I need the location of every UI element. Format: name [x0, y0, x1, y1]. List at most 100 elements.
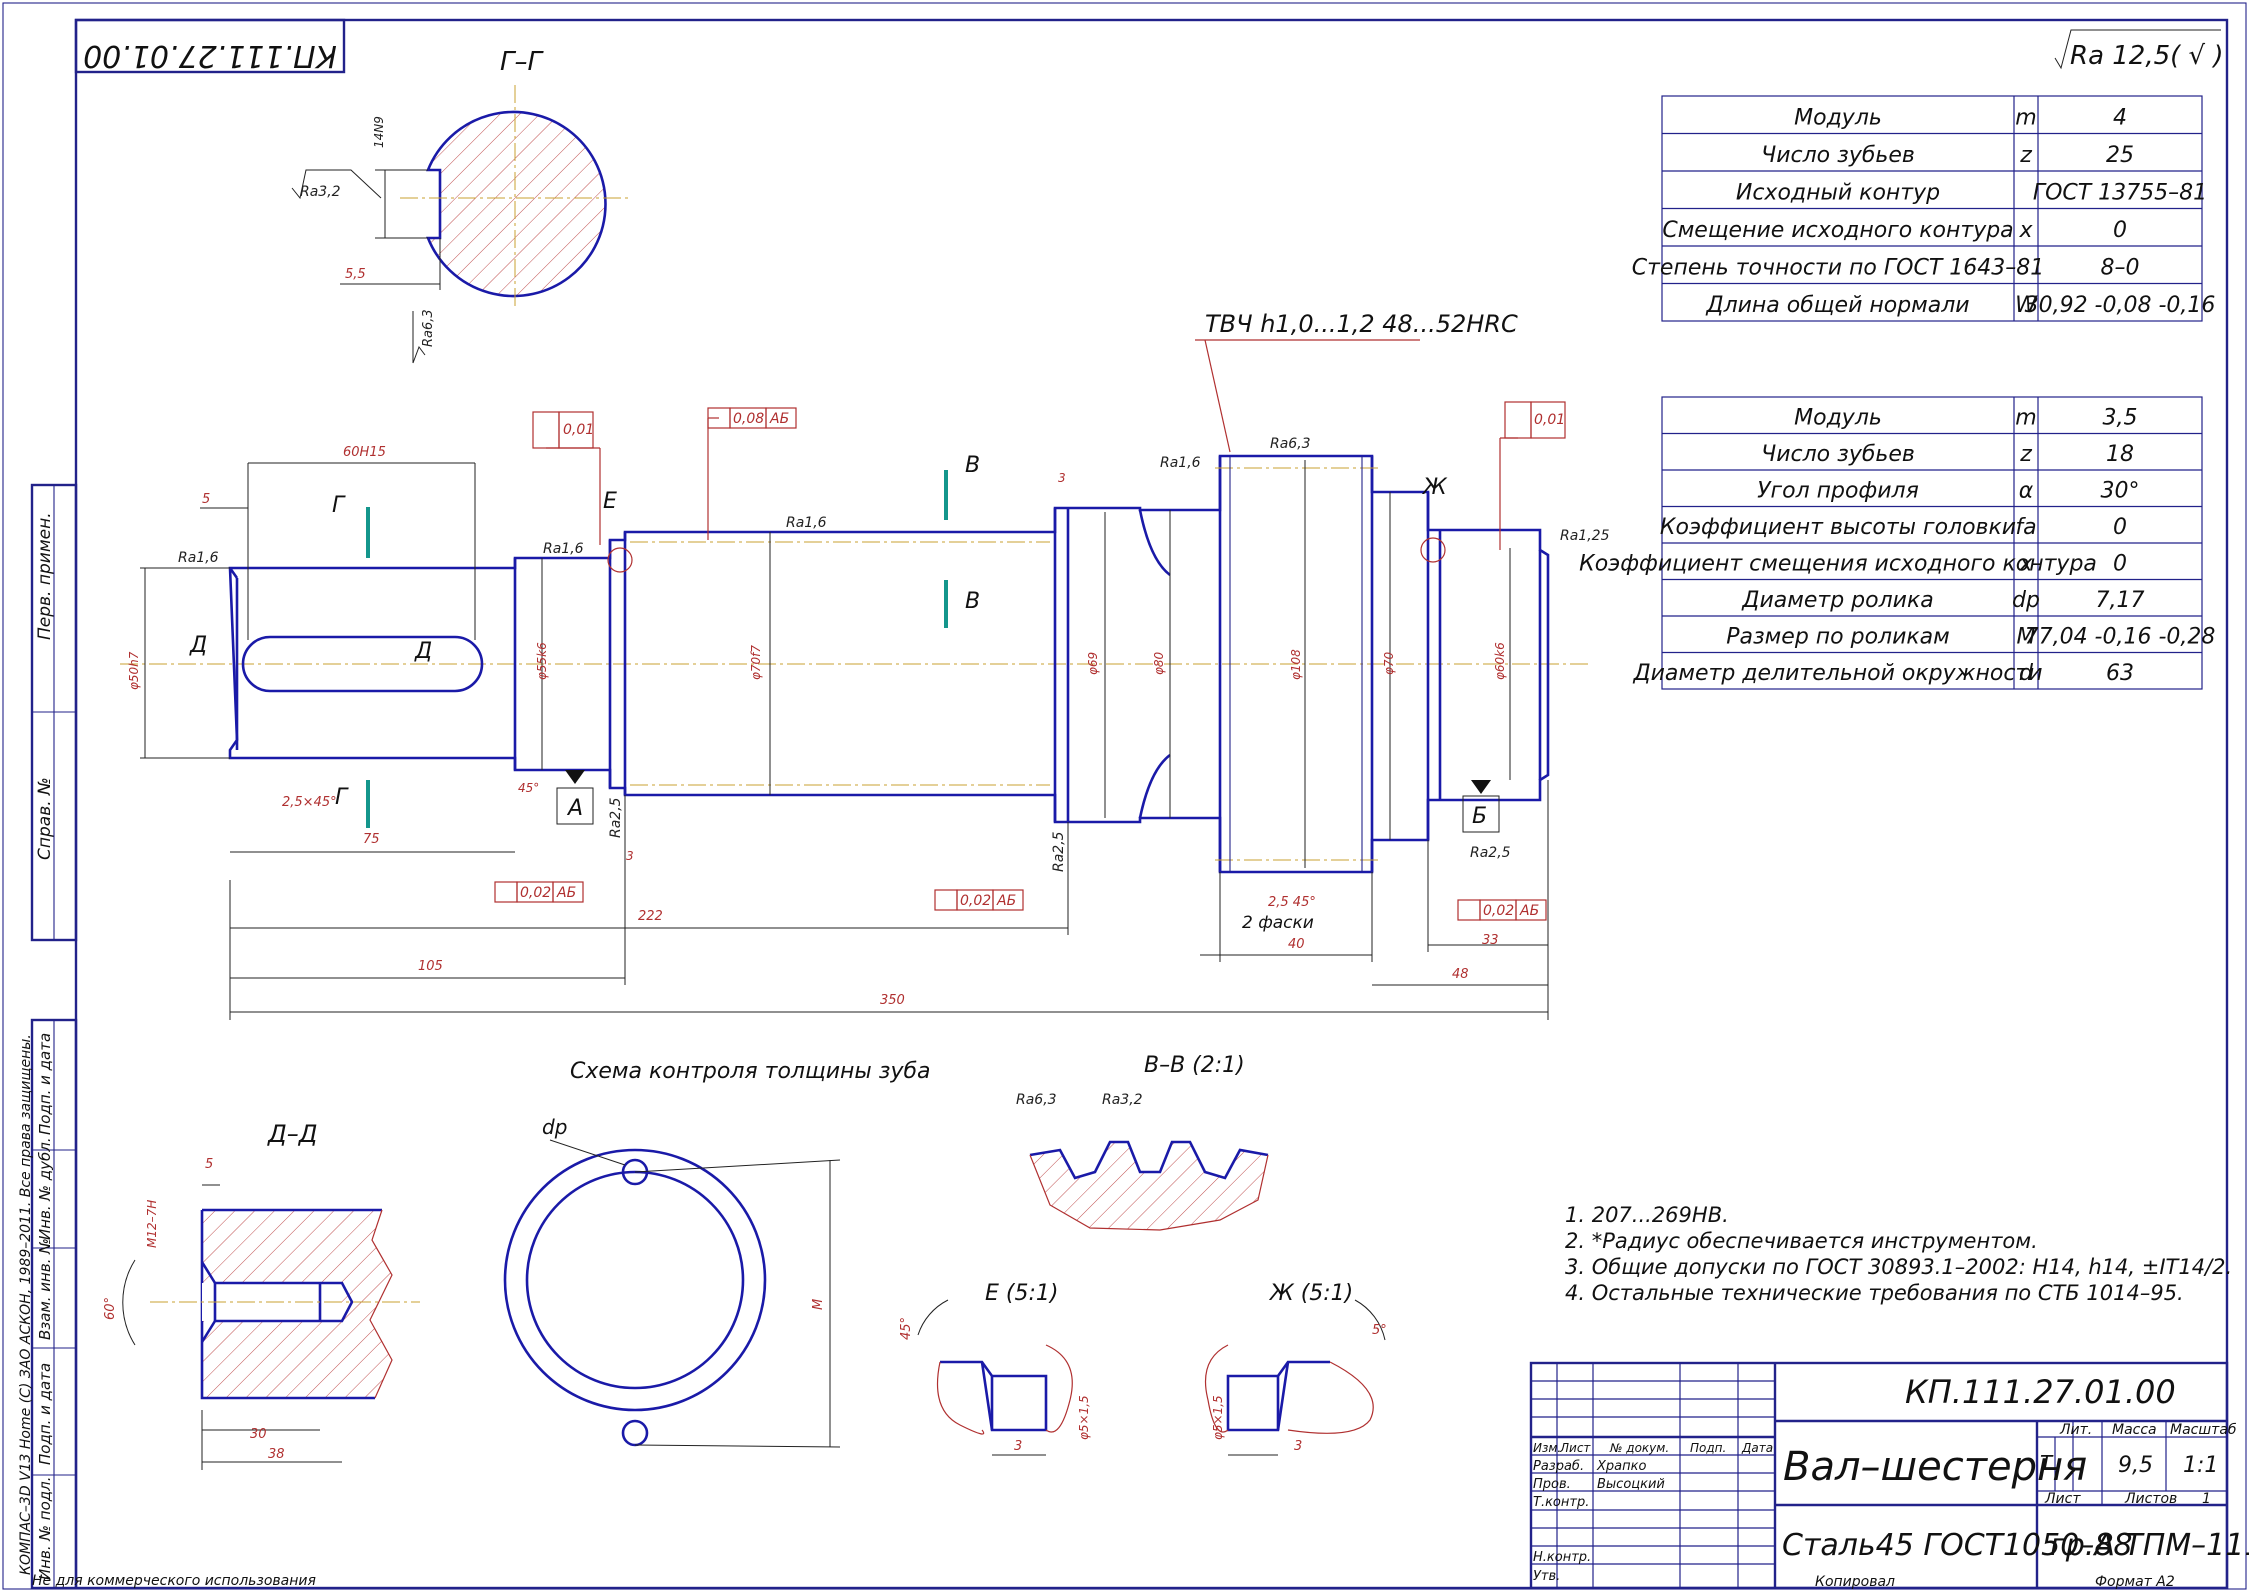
side-kompas: КОМПАС–3D V13 Home (С) ЗАО АСКОН, 1989–2…	[18, 1034, 34, 1575]
dim-5: 5	[202, 492, 210, 507]
tol-002-c-ab: АБ	[1519, 903, 1539, 919]
e-45: 45°	[899, 1317, 914, 1340]
table-row-name: Коэффициент высоты головки	[1660, 515, 2016, 540]
ra25-b: Ra2,5	[1051, 831, 1067, 872]
tolerance-frames	[494, 401, 1566, 921]
section-dd	[122, 1184, 420, 1470]
table-row-name: Модуль	[1794, 106, 1882, 131]
label-v-top: В	[965, 453, 980, 478]
tb-razrab-name: Храпко	[1596, 1459, 1646, 1474]
side-podp1: Подп. и дата	[36, 1033, 54, 1135]
ra16-mid: Ra1,6	[786, 515, 827, 531]
table-row-name: Число зубьев	[1761, 442, 1915, 467]
tol-002-a-ab: АБ	[556, 885, 576, 901]
tb-lit-val: Т	[2040, 1451, 2054, 1475]
ra63-gear: Ra6,3	[1270, 436, 1311, 452]
section-gg-title: Г–Г	[500, 47, 544, 77]
table-row-name: Диаметр ролика	[1741, 588, 1933, 613]
label-zh: Ж	[1421, 475, 1448, 500]
tb-utv: Утв.	[1533, 1569, 1560, 1584]
ra16-left: Ra1,6	[178, 550, 219, 566]
dim-phi60: φ60k6	[1493, 642, 1507, 680]
dim-75: 75	[363, 832, 380, 847]
footer-noncommercial: Не для коммерческого использования	[32, 1573, 316, 1589]
dim-phi69: φ69	[1086, 652, 1100, 675]
tb-designation: КП.111.27.01.00	[1905, 1373, 2176, 1411]
table-row-name: Число зубьев	[1761, 143, 1915, 168]
dim-ra32: Ra3,2	[300, 184, 341, 200]
table-row-value: 8–0	[2101, 256, 2140, 281]
label-g-bot: Г	[335, 785, 349, 810]
table-row-symbol: x	[2018, 218, 2033, 243]
note-line: 4. Остальные технические требования по С…	[1565, 1281, 2184, 1305]
tb-col-doc: № докум.	[1609, 1441, 1669, 1455]
zh-phi: φ5×1,5	[1211, 1395, 1225, 1440]
tb-mass-label: Масса	[2112, 1422, 2157, 1438]
detail-zh-title: Ж (5:1)	[1268, 1281, 1353, 1306]
side-sprav: Справ. №	[35, 777, 55, 860]
tol-002-b: 0,02	[960, 893, 991, 909]
label-base-a: А	[566, 796, 583, 821]
table-row-name: Диаметр делительной окружности	[1632, 661, 2042, 686]
tb-col-izm: Изм.	[1533, 1441, 1561, 1455]
side-strip	[30, 483, 78, 1590]
label-two-chamfers: 2 фаски	[1242, 913, 1314, 933]
label-d-right: Д	[414, 639, 432, 664]
table-row-name: Коэффициент смещения исходного контура	[1579, 552, 2097, 577]
section-vv-title: В–В (2:1)	[1144, 1053, 1245, 1078]
dim-key55: 5,5	[345, 267, 366, 282]
table-row-name: Смещение исходного контура	[1662, 218, 2013, 243]
tb-group: гр.А ТПМ–111	[2050, 1528, 2249, 1563]
dim-3a: 3	[626, 849, 634, 863]
table-row-name: Модуль	[1794, 406, 1882, 431]
tb-name: Вал–шестерня	[1783, 1444, 2087, 1490]
shaft-main-view	[120, 454, 1590, 874]
dim-33: 33	[1482, 933, 1499, 948]
dim-2545: 2,5×45°	[282, 795, 337, 810]
ra125-right: Ra1,25	[1560, 528, 1610, 544]
vv-ra63: Ra6,3	[1016, 1092, 1057, 1108]
tb-razrab: Разраб.	[1533, 1459, 1584, 1474]
table-row-name: Исходный контур	[1736, 181, 1940, 206]
table-row-value: 30,92 -0,08 -0,16	[2025, 293, 2216, 318]
dim-40: 40	[1288, 937, 1305, 952]
scheme-m: M	[811, 1299, 826, 1310]
zh-3: 3	[1294, 1439, 1302, 1454]
scheme-control	[503, 1139, 841, 1448]
tol-002-c: 0,02	[1483, 903, 1514, 919]
table-row-name: Степень точности по ГОСТ 1643–81	[1632, 256, 2044, 281]
label-g-top: Г	[332, 493, 346, 518]
table-row-value: 4	[2113, 106, 2127, 131]
dim-222: 222	[638, 909, 663, 924]
base-marker-a	[556, 770, 594, 825]
label-v-bot: В	[965, 589, 980, 614]
section-gg	[291, 85, 630, 364]
table-row-symbol: M	[2017, 625, 2036, 650]
zh-5: 5°	[1372, 1323, 1387, 1338]
table-row-value: 30°	[2101, 479, 2140, 504]
tb-mass-val: 9,5	[2118, 1453, 2153, 1478]
label-base-b: Б	[1472, 804, 1487, 829]
tb-col-list: Лист	[1559, 1441, 1591, 1455]
table-row-name: Длина общей нормали	[1705, 293, 1969, 318]
dim-chamfer: 2,5 45°	[1268, 895, 1316, 910]
table-row-symbol: z	[2019, 143, 2032, 168]
dim-60h15: 60H15	[343, 445, 386, 460]
side-inv-dubl: Инв. № дубл.	[36, 1137, 54, 1240]
tb-scale-label: Масштаб	[2170, 1422, 2237, 1438]
table-row-value: 7,17	[2096, 588, 2145, 613]
label-tvch: ТВЧ h1,0...1,2 48...52HRC	[1205, 310, 1518, 338]
dim-phi108: φ108	[1289, 649, 1303, 680]
ra16-gear: Ra1,6	[1160, 455, 1201, 471]
scheme-title: Схема контроля толщины зуба	[570, 1059, 931, 1084]
table-row-value: 25	[2106, 143, 2134, 168]
e-phi: φ5×1,5	[1077, 1395, 1091, 1440]
tb-col-date: Дата	[1741, 1441, 1773, 1455]
tb-prov-name: Высоцкий	[1597, 1477, 1665, 1492]
dim-a45: 45°	[518, 781, 539, 795]
label-d-left: Д	[189, 633, 207, 658]
dim-key14: 14N9	[372, 116, 386, 148]
base-marker-b	[1462, 780, 1500, 833]
table-row-symbol: α	[2019, 479, 2034, 504]
